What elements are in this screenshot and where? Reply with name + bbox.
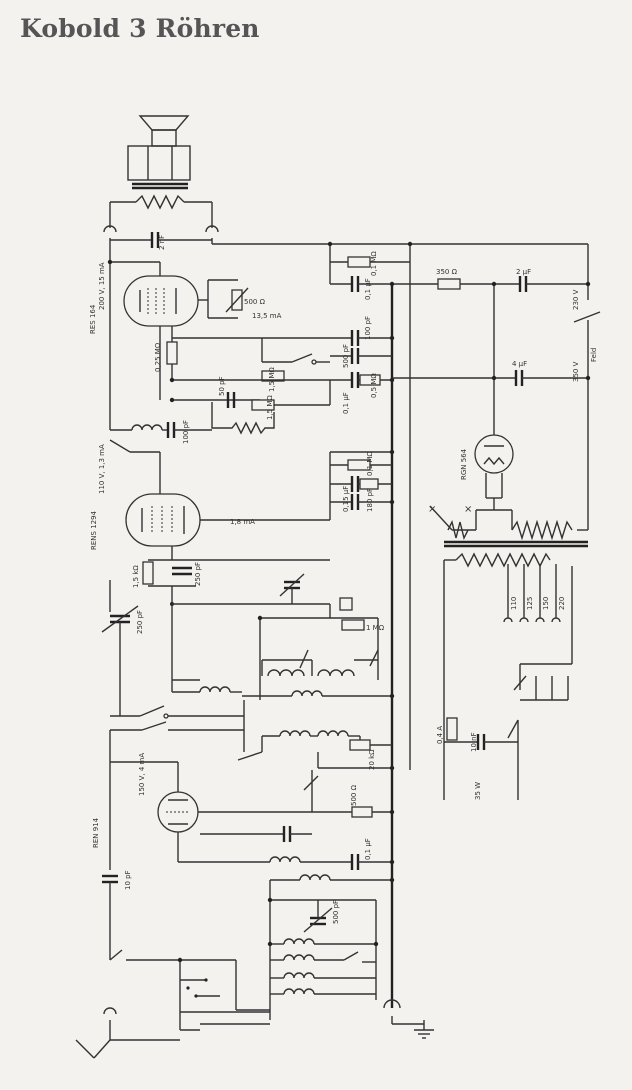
- label-c-015uf: 0,15 μF: [342, 486, 350, 512]
- tube-ren914: [157, 791, 199, 833]
- label-c-500pf-tune: 500 pF: [332, 900, 340, 924]
- label-rens1294: RENS 1294: [90, 510, 98, 550]
- label-rens1294-current: 1,8 mA: [230, 518, 255, 526]
- label-r-15mohm-b: 1,5 MΩ: [266, 395, 274, 420]
- tap-125: 125: [526, 597, 534, 610]
- label-c-50pf: 50 pF: [218, 376, 226, 396]
- output-transformer: [110, 182, 212, 210]
- label-r-500ohm: 500 Ω: [244, 298, 266, 306]
- tube-rens1294: [125, 493, 201, 547]
- page-title: Kobold 3 Röhren: [20, 14, 260, 43]
- label-c-01uf-top: 0,1 μF: [364, 278, 372, 300]
- tube-rgn564: [474, 434, 514, 474]
- svg-text:×: ×: [428, 504, 436, 515]
- label-c-100pf-a: 100 pF: [364, 316, 372, 340]
- label-power: 35 W: [474, 782, 482, 800]
- label-ren914: REN 914: [92, 817, 100, 848]
- tube-res164: [123, 275, 199, 327]
- label-r-01mohm: 0,1 MΩ: [370, 251, 378, 276]
- label-c-10nf: 10 nF: [470, 732, 478, 752]
- label-rgn564: RGN 564: [460, 448, 468, 480]
- label-r-15kohm: 1,5 kΩ: [132, 565, 140, 588]
- tap-220: 220: [558, 597, 566, 610]
- label-c-2uf: 2 μF: [516, 268, 531, 276]
- label-res164: RES 164: [89, 304, 97, 334]
- label-field: Feld: [590, 348, 598, 362]
- loudspeaker: [127, 115, 191, 181]
- label-res164-rating: 200 V, 15 mA: [98, 262, 106, 310]
- tap-110: 110: [510, 597, 518, 610]
- label-c-4uf: 4 μF: [512, 360, 527, 368]
- label-c-2nf: 2 nF: [158, 235, 166, 250]
- label-r-20kohm: 20 kΩ: [368, 749, 376, 770]
- tap-150: 150: [542, 597, 550, 610]
- label-res164-current: 13,5 mA: [252, 312, 282, 320]
- label-v-350v: 350 V: [572, 361, 580, 382]
- label-v-230v: 230 V: [572, 289, 580, 310]
- label-rens1294-rating: 110 V, 1,3 mA: [98, 444, 106, 494]
- label-r-350ohm: 350 Ω: [436, 268, 458, 276]
- label-c-180pf: 180 pF: [366, 488, 374, 512]
- label-c-01uf-low: 0,1 μF: [364, 838, 372, 860]
- label-ren914-rating: 150 V, 4 mA: [138, 753, 146, 796]
- label-c-10pf: 10 pF: [124, 870, 132, 890]
- label-r-01mohm-b: 0,1 MΩ: [366, 451, 374, 476]
- label-fuse: 0,4 A: [436, 726, 444, 744]
- label-c-01uf-mid: 0,1 μF: [342, 392, 350, 414]
- label-r-1mohm: 1 MΩ: [366, 624, 385, 632]
- svg-text:×: ×: [464, 504, 472, 515]
- label-r-05mohm: 0,5 MΩ: [370, 373, 378, 398]
- label-r-500ohm-b: 500 Ω: [350, 784, 358, 806]
- label-c-250pf-a: 250 pF: [194, 562, 202, 586]
- label-c-100pf-b: 100 pF: [182, 420, 190, 444]
- label-c-250pf-b: 250 pF: [136, 610, 144, 634]
- label-r-025mohm: 0,25 MΩ: [154, 342, 162, 372]
